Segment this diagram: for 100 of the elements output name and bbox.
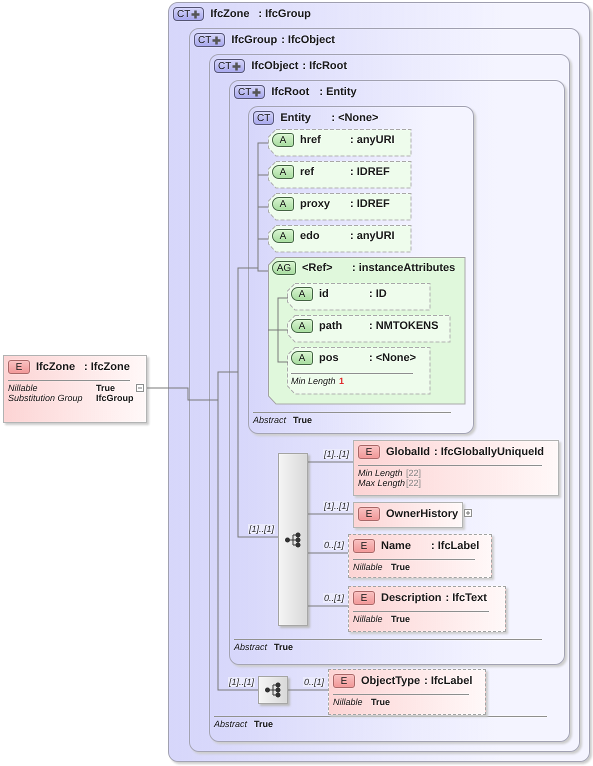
type-name: IfcZone bbox=[210, 8, 250, 20]
attribute-name: path bbox=[319, 320, 344, 332]
property-value: True bbox=[254, 719, 274, 729]
attribute-name: proxy bbox=[300, 198, 331, 210]
attribute-name: pos bbox=[319, 352, 340, 364]
cardinality-label: [1]..[1] bbox=[248, 524, 275, 534]
type-name: IfcRoot bbox=[271, 86, 310, 98]
property-name: Nillable bbox=[353, 562, 384, 572]
type-reference: : IfcZone bbox=[84, 361, 130, 373]
type-reference: : ID bbox=[369, 288, 387, 300]
property-name: Min Length bbox=[358, 468, 404, 478]
kind-badge: E bbox=[358, 445, 380, 459]
attribute-box bbox=[268, 129, 412, 157]
element-box bbox=[348, 586, 506, 632]
type-reference: : IfcObject bbox=[281, 34, 335, 46]
type-reference: : <None> bbox=[331, 112, 378, 124]
attribute-name: edo bbox=[300, 230, 321, 242]
property-name: Nillable bbox=[333, 697, 364, 707]
kind-badge: E bbox=[8, 360, 30, 374]
type-reference: : anyURI bbox=[350, 230, 395, 242]
kind-badge: E bbox=[358, 507, 380, 521]
property-value: True bbox=[371, 697, 390, 707]
badge-label: CT bbox=[177, 8, 190, 20]
element-name: IfcZone bbox=[36, 361, 76, 373]
property-name: Abstract bbox=[253, 415, 288, 425]
cardinality-label: 0..[1] bbox=[322, 540, 345, 550]
property-value: True bbox=[391, 614, 410, 624]
attribute-box bbox=[268, 161, 412, 189]
complex-type-box bbox=[248, 106, 474, 434]
attribute-name: <Ref> bbox=[302, 262, 334, 274]
badge-label: CT bbox=[238, 86, 252, 98]
property-value: 1 bbox=[339, 376, 344, 386]
element-box bbox=[353, 440, 559, 496]
complex-type-badge: CT bbox=[253, 111, 274, 125]
sequence-box bbox=[278, 453, 308, 626]
cardinality-label: 0..[1] bbox=[322, 593, 345, 603]
property-value: [22] bbox=[406, 468, 422, 478]
element-name: ObjectType bbox=[361, 675, 420, 687]
type-reference: : <None> bbox=[369, 352, 416, 364]
type-name: IfcGroup bbox=[231, 34, 278, 46]
element-box bbox=[328, 669, 486, 715]
attribute-name: ref bbox=[300, 166, 316, 178]
property-name: Abstract bbox=[234, 642, 268, 652]
attribute-box bbox=[287, 315, 451, 343]
element-box bbox=[353, 502, 463, 528]
badge-label: CT bbox=[218, 60, 232, 72]
kind-badge: A bbox=[272, 229, 294, 243]
type-reference: : Entity bbox=[319, 86, 357, 98]
element-name: Name bbox=[381, 540, 412, 552]
element-name: Description bbox=[381, 592, 442, 604]
attribute-box bbox=[287, 283, 431, 311]
element-box bbox=[348, 534, 492, 578]
property-name: Nillable bbox=[8, 383, 39, 393]
type-reference: : IfcRoot bbox=[302, 60, 348, 72]
property-name: Max Length bbox=[358, 478, 406, 488]
kind-badge: A bbox=[272, 165, 294, 179]
kind-badge: A bbox=[291, 319, 313, 333]
property-name: Abstract bbox=[214, 719, 248, 729]
type-reference: : IfcText bbox=[446, 592, 487, 604]
type-reference: : NMTOKENS bbox=[369, 320, 438, 332]
connector-line bbox=[308, 552, 348, 554]
type-reference: : IDREF bbox=[350, 198, 390, 210]
kind-badge: AG bbox=[272, 261, 296, 275]
complex-type-box bbox=[229, 80, 565, 665]
attribute-group-box bbox=[268, 257, 466, 405]
cardinality-label: [1]..[1] bbox=[228, 677, 255, 687]
type-reference: : instanceAttributes bbox=[352, 262, 456, 274]
kind-badge: A bbox=[272, 197, 294, 211]
attribute-box bbox=[287, 347, 431, 395]
cardinality-label: [1]..[1] bbox=[322, 501, 350, 511]
cardinality-label: 0..[1] bbox=[302, 677, 325, 687]
property-value: True bbox=[293, 415, 312, 425]
type-reference: : IfcGloballyUniqueId bbox=[434, 446, 544, 458]
property-value: True bbox=[274, 642, 294, 652]
property-name: Substitution Group bbox=[8, 393, 84, 403]
element-name: OwnerHistory bbox=[386, 508, 458, 520]
kind-badge: A bbox=[272, 133, 294, 147]
attribute-name: href bbox=[300, 134, 322, 146]
kind-badge: E bbox=[333, 674, 355, 688]
badge-label: CT bbox=[198, 34, 212, 46]
element-name: GlobalId bbox=[386, 446, 430, 458]
type-reference: : IfcLabel bbox=[431, 540, 480, 552]
property-value: True bbox=[391, 562, 410, 572]
type-reference: : anyURI bbox=[350, 134, 395, 146]
attribute-box bbox=[268, 225, 412, 253]
kind-badge: A bbox=[291, 351, 313, 365]
property-value: [22] bbox=[406, 478, 422, 488]
sequence-box bbox=[258, 676, 288, 704]
attribute-box bbox=[268, 193, 412, 221]
type-name: IfcObject bbox=[251, 60, 298, 72]
type-name: Entity bbox=[280, 112, 312, 124]
attribute-name: id bbox=[319, 288, 330, 300]
property-name: Min Length bbox=[291, 376, 337, 386]
kind-badge: E bbox=[353, 539, 375, 553]
type-reference: : IfcGroup bbox=[258, 8, 311, 20]
kind-badge: A bbox=[291, 287, 313, 301]
property-value: IfcGroup bbox=[96, 393, 134, 403]
property-name: Nillable bbox=[353, 614, 384, 624]
type-reference: : IDREF bbox=[350, 166, 390, 178]
element-box bbox=[3, 355, 147, 423]
